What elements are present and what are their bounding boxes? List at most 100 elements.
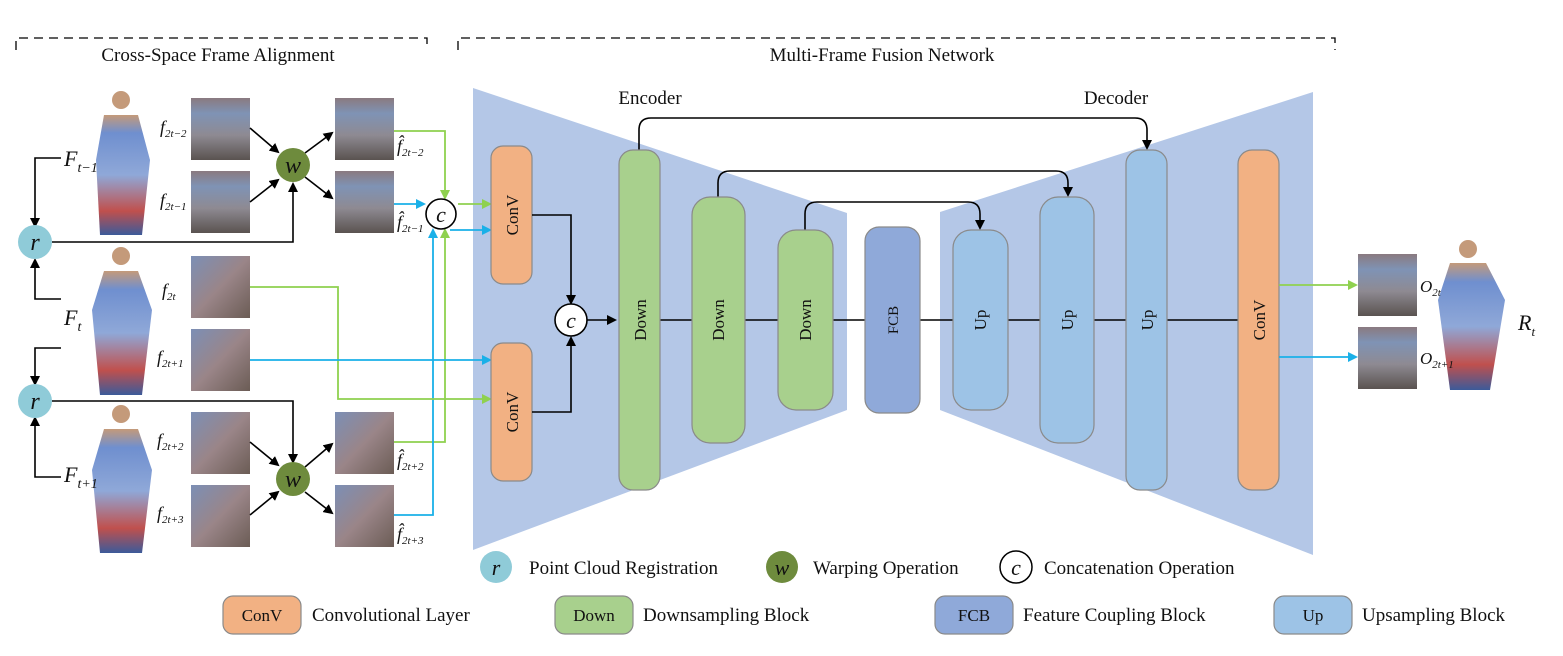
frame-label-t-minus-1: Ft−1 [63,146,98,176]
warped-thumb-2t+2 [335,412,394,474]
legend-warping-icon [766,551,798,583]
encoder-label: Encoder [618,88,682,109]
svg-text:r: r [30,230,40,256]
legend-registration-icon [480,551,512,583]
result-label: Rt [1517,310,1535,339]
warped-thumb-2t-2 [335,98,394,160]
svg-text:Up: Up [1138,310,1157,331]
svg-text:Up: Up [1058,310,1077,331]
up-block-3: Up [1125,149,1168,491]
svg-text:Down: Down [796,299,815,341]
warped-label-2t+3: f̂2t+3 [397,523,424,547]
alignment-bracket [15,37,428,50]
fusion-title: Multi-Frame Fusion Network [770,45,995,66]
legend-fcb: FCB Feature Coupling Block [934,595,1206,635]
warped-label-2t-1: f̂2t−1 [397,211,424,235]
svg-text:c: c [566,308,576,333]
decoder-label: Decoder [1084,88,1149,109]
svg-text:Downsampling Block: Downsampling Block [643,605,810,626]
conv-merge-arrows [532,214,617,413]
down-block-3: Down [777,229,834,411]
output-label-2t+1: O2t+1 [1420,349,1454,371]
svg-text:Warping Operation: Warping Operation [813,558,959,579]
person-result [1438,240,1505,390]
conv-block-output: ConV [1237,149,1280,491]
feature-thumb-2t [191,256,250,318]
svg-text:c: c [436,202,446,227]
registration-connectors [30,157,298,478]
feature-label-2t: f2t [162,280,177,303]
up-block-2: Up [1039,196,1095,444]
svg-text:ConV: ConV [1250,299,1269,340]
svg-text:w: w [285,153,301,179]
svg-text:Upsampling Block: Upsampling Block [1362,605,1506,626]
svg-text:ConV: ConV [503,194,522,235]
legend-concatenation-icon [999,550,1033,584]
svg-text:w: w [775,555,790,580]
feature-label-2t-1: f2t−1 [160,190,187,213]
concat-op-2: c [554,303,588,337]
legend-fcb-swatch [934,595,1014,635]
registration-op-1: r [18,225,52,259]
person-frame-t [92,247,152,395]
legend-up-swatch [1273,595,1353,635]
down-block-2: Down [691,196,746,444]
warping-arrows [249,127,334,516]
feature-thumb-2t-2 [191,98,250,160]
up-block-1: Up [952,229,1009,411]
svg-text:FCB: FCB [958,606,990,625]
warped-label-2t+2: f̂2t+2 [397,449,424,473]
person-frame-t-plus-1 [92,405,152,553]
output-arrows [1279,280,1358,362]
frame-label-t-plus-1: Ft+1 [63,462,98,492]
feature-routing [250,130,492,516]
conv-block-bottom: ConV [490,342,533,482]
output-thumb-2t+1 [1358,327,1417,389]
legend-down: Down Downsampling Block [554,595,810,635]
svg-text:ConV: ConV [503,391,522,432]
svg-text:r: r [492,555,501,580]
feature-thumb-2t+1 [191,329,250,391]
svg-text:ConV: ConV [242,606,283,625]
output-label-2t: O2t [1420,277,1442,299]
warped-thumb-2t-1 [335,171,394,233]
alignment-title: Cross-Space Frame Alignment [101,45,335,66]
svg-text:Down: Down [573,606,615,625]
svg-text:w: w [285,467,301,493]
concat-op-1: c [425,198,457,230]
warping-op-2: w [276,462,310,496]
feature-thumb-2t+2 [191,412,250,474]
feature-thumb-2t+3 [191,485,250,547]
frame-label-t: Ft [63,305,82,335]
down-block-1: Down [618,149,661,491]
feature-label-2t+2: f2t+2 [157,430,184,453]
feature-thumb-2t-1 [191,171,250,233]
legend-registration: r Point Cloud Registration [480,551,718,583]
feature-label-2t-2: f2t−2 [160,117,187,140]
svg-text:Down: Down [631,299,650,341]
svg-text:Concatenation Operation: Concatenation Operation [1044,558,1235,579]
registration-op-2: r [18,384,52,418]
warped-label-2t-2: f̂2t−2 [397,135,424,159]
legend-down-swatch [554,595,634,635]
svg-text:Up: Up [971,310,990,331]
skip-connections [638,117,1152,230]
person-frame-t-minus-1 [96,91,150,235]
fusion-bracket [457,37,1336,50]
svg-text:r: r [30,389,40,415]
fcb-block: FCB [864,226,921,414]
legend-concatenation: c Concatenation Operation [999,550,1235,584]
warping-op-1: w [276,148,310,182]
svg-text:Point Cloud Registration: Point Cloud Registration [529,558,718,579]
svg-text:Down: Down [709,299,728,341]
legend-conv: ConV Convolutional Layer [222,595,470,635]
feature-label-2t+3: f2t+3 [157,503,184,526]
legend-conv-swatch [222,595,302,635]
svg-text:c: c [1011,555,1021,580]
warped-thumb-2t+3 [335,485,394,547]
svg-text:Feature Coupling Block: Feature Coupling Block [1023,605,1206,626]
legend-up: Up Upsampling Block [1273,595,1506,635]
svg-text:Convolutional Layer: Convolutional Layer [312,605,470,626]
conv-block-top: ConV [490,145,533,285]
